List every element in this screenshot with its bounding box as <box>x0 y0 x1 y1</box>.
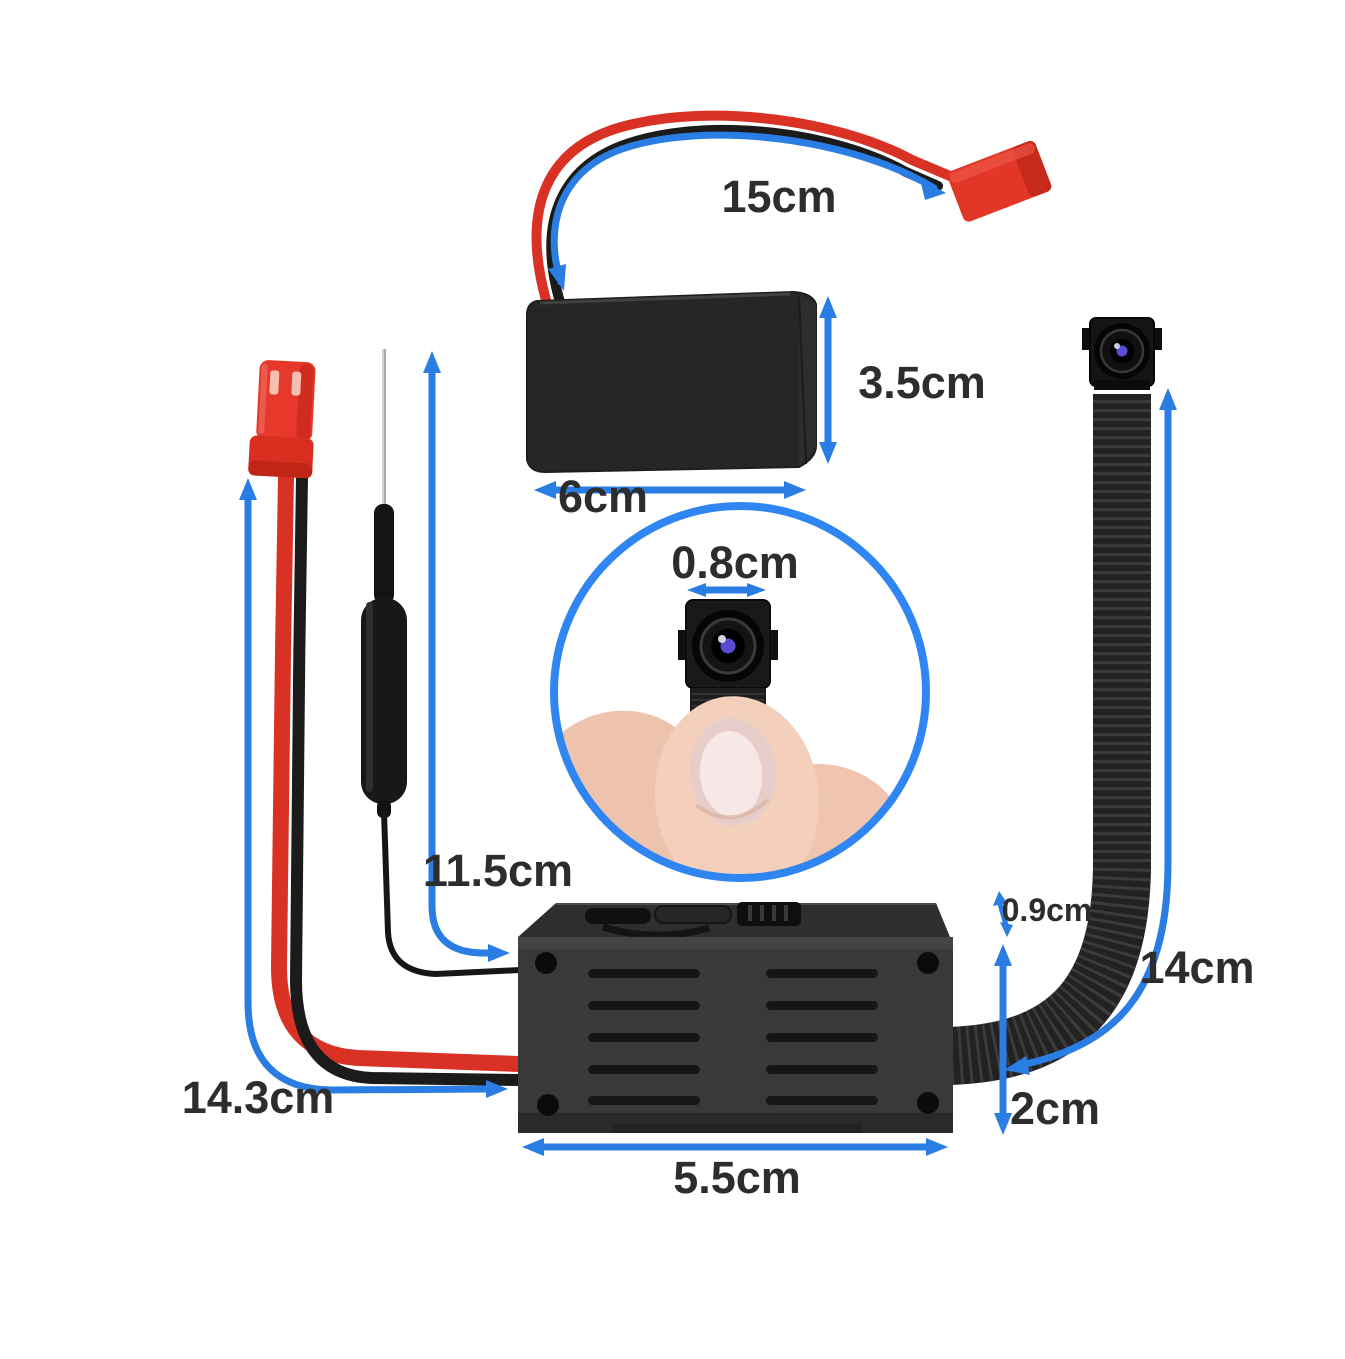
lens-glint <box>1114 343 1120 349</box>
label-lens-width: 0.8cm <box>671 537 799 588</box>
power-button <box>654 905 732 924</box>
card-slot-groove <box>601 923 710 939</box>
label-ribbon-cable: 14cm <box>1139 942 1254 993</box>
module-tab-left <box>1082 328 1092 350</box>
arrow-antenna-11-5cm <box>423 351 510 962</box>
battery-seam <box>798 295 807 465</box>
face-top-highlight <box>518 937 953 949</box>
arrow-battery-cable-15cm <box>548 131 946 291</box>
jst-connector-left <box>248 360 316 479</box>
dimension-labels: 15cm 3.5cm 6cm 0.8cm 11.5cm 14.3cm 14cm … <box>182 171 1255 1203</box>
ribbon-cable <box>948 394 1151 1085</box>
camera-module-remote <box>1082 317 1162 390</box>
arrow-module-depth-0-9cm <box>993 891 1013 937</box>
power-cable-assembly <box>248 360 526 1086</box>
connector-pin <box>291 371 302 396</box>
arrow-module-width-5-5cm <box>522 1138 948 1156</box>
battery-side-face <box>799 295 816 466</box>
antenna-body-highlight <box>366 602 373 792</box>
battery-body <box>526 290 817 474</box>
module-tab-right <box>1152 328 1162 350</box>
arrow-power-cable-14-3cm <box>239 478 508 1098</box>
screw-hole <box>535 952 557 974</box>
battery-top-highlight <box>539 292 791 305</box>
nail-base-shadow <box>694 798 770 820</box>
antenna-neck <box>374 504 394 604</box>
face-bottom-notch <box>612 1124 862 1133</box>
jst-connector-top <box>947 140 1052 222</box>
power-wire-black <box>289 471 524 1086</box>
fingernail-highlight <box>699 731 763 817</box>
arrow-battery-width-6cm <box>534 481 806 499</box>
label-battery-width: 6cm <box>558 471 648 522</box>
module-top-edge <box>518 903 950 937</box>
battery-wire-red <box>531 110 955 305</box>
label-battery-height: 3.5cm <box>858 357 986 408</box>
battery-pack <box>526 110 1052 474</box>
arrow-lens-width-0-8cm <box>687 583 766 597</box>
ribbon-ribs <box>948 394 1151 1085</box>
vent-slots <box>588 969 878 1105</box>
label-module-depth: 0.9cm <box>1002 892 1093 928</box>
arrow-ribbon-cable-14cm <box>1004 388 1177 1075</box>
label-antenna: 11.5cm <box>423 845 573 896</box>
screw-hole <box>917 952 939 974</box>
arrow-module-height-2cm <box>994 944 1012 1135</box>
bubble-mask <box>500 480 980 905</box>
label-module-width: 5.5cm <box>673 1152 801 1203</box>
sd-card-slot <box>585 908 651 924</box>
label-battery-cable: 15cm <box>721 171 836 222</box>
antenna-wire <box>381 809 523 978</box>
label-power-cable: 14.3cm <box>182 1072 335 1123</box>
connector-pin <box>269 370 280 395</box>
screw-hole <box>917 1092 939 1114</box>
lens-glint <box>718 635 726 643</box>
hand <box>527 696 906 920</box>
antenna <box>361 349 523 978</box>
camera-bracket <box>1094 380 1150 390</box>
label-module-height: 2cm <box>1010 1083 1100 1134</box>
module-face <box>518 937 953 1133</box>
arrow-battery-height-3-5cm <box>819 296 837 464</box>
mode-switch <box>737 902 801 926</box>
zoom-circle-ring <box>550 502 930 882</box>
dimension-arrows <box>239 131 1177 1156</box>
lens-pupil <box>1116 345 1128 357</box>
main-dvr-module <box>518 902 953 1133</box>
screw-hole <box>537 1094 559 1116</box>
zoom-bubble <box>500 480 980 920</box>
